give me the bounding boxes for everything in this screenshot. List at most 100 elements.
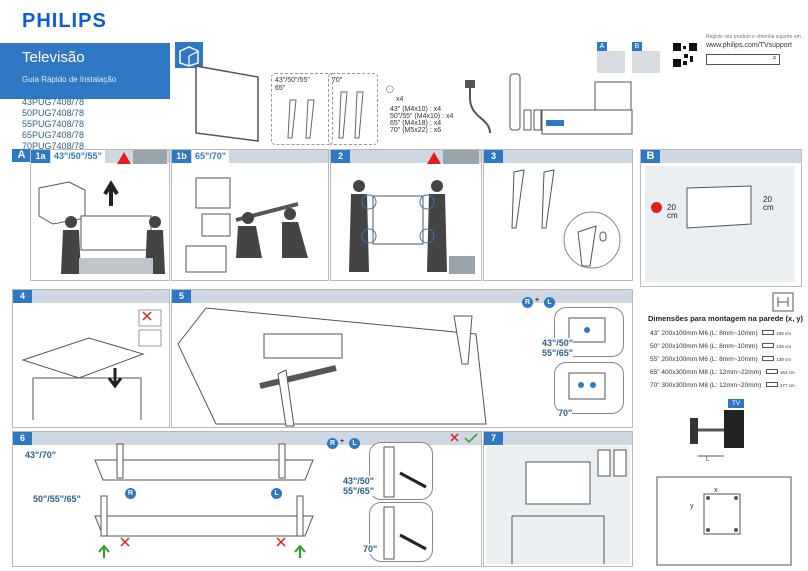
screw-row: 43" (M4x10) : x4 (390, 106, 442, 113)
documents-icon (541, 81, 633, 135)
wall-depth: 177 cm (779, 383, 795, 388)
power-cable-icon (465, 80, 491, 134)
wall-size: 70" (650, 382, 660, 389)
wall-depth: 126 cm (776, 344, 792, 349)
row1-label: 43"/70" (25, 450, 57, 460)
screwdriver-icon (383, 506, 427, 560)
screw-detail-icon (568, 317, 606, 343)
warning-icon (117, 152, 131, 164)
stand-foot-icon (287, 99, 315, 139)
r-badge: R (327, 438, 338, 449)
tv-tag: TV (728, 399, 744, 408)
x-label: x (714, 487, 718, 494)
stand-box-b: 70" (328, 73, 378, 145)
wall-depth: 164 cm (779, 370, 795, 375)
wall-spec: 200x100mm M6 (L: 8mm~10mm) (661, 330, 758, 337)
stand-attach-illustration (511, 169, 621, 269)
size-label-b: 70" (558, 408, 573, 418)
model-item: 50PUG7408/78 (22, 108, 85, 118)
dim-left: 20 cm (667, 203, 678, 220)
wall-spec: 300x300mm M8 (L: 12mm~20mm) (661, 382, 762, 389)
wall-spec: 200x100mm M6 (L: 8mm~10mm) (661, 356, 758, 363)
step-badge: 5 (172, 290, 191, 303)
size-label-b: 70" (363, 544, 378, 554)
panel-header (484, 432, 632, 445)
cover-block: PHILIPS Televisão Guia Rápido de Instala… (0, 0, 170, 151)
screw-list: 43" (M4x10) : x4 50"/55" (M4x10) : x4 65… (390, 106, 453, 134)
tv-front-icon (195, 65, 259, 142)
step-4-panel: 4 (12, 289, 170, 428)
wall-dims-title: Dimensões para montagem na parede (x, y) (648, 314, 804, 323)
step-sizes: 43"/50"/55" (51, 150, 105, 163)
step-badge: 4 (13, 290, 32, 303)
wall-dims-row: 65" 400x300mm M8 (L: 12mm~22mm) 164 cm (650, 369, 795, 382)
wall-dims-table: 43" 200x100mm M6 (L: 8mm~10mm) 108 cm 50… (650, 330, 795, 395)
step-badge: 2 (331, 150, 350, 163)
screw-row: 65" (M4x18) : x4 (390, 120, 442, 127)
y-label: y (690, 503, 694, 510)
wall-dims-row: 55" 200x100mm M6 (L: 8mm~10mm) 139 cm (650, 356, 795, 369)
row2-label: 50"/55"/65" (33, 494, 81, 504)
size-label-a: 43"/50" 55"/65" (343, 476, 375, 496)
caution-illustration (133, 150, 167, 164)
stand-box-a: 43"/50"/55" 65" (271, 73, 333, 145)
search-field-illustration: ⌕ (706, 53, 780, 65)
step-badge: 1b (172, 150, 191, 163)
wall-mount-icon (772, 292, 794, 312)
carry-tv-illustration (349, 180, 475, 274)
section-a-badge: A (12, 149, 31, 162)
size-label-a: 43"/50" 55"/65" (542, 338, 574, 358)
screw-detail-icon (568, 372, 606, 400)
step-1b-panel: 1b 65"/70" (171, 149, 329, 281)
batteries-icon (523, 109, 542, 131)
tv-on-stand-icon (511, 449, 627, 564)
step-6-panel: 6 43"/70" 50"/55"/65" R L R + L 43"/50" … (12, 431, 482, 567)
section-b-badge: B (641, 150, 660, 163)
screw-row: 50"/55" (M4x10) : x4 (390, 113, 454, 120)
model-item: 65PUG7408/78 (22, 130, 85, 140)
vesa-diagram (656, 476, 792, 566)
unboxing-illustration (38, 180, 165, 274)
plus-sign: + (340, 438, 345, 445)
stand-position-illustration (94, 443, 314, 558)
l-badge: L (544, 297, 555, 308)
plus-sign: + (535, 297, 540, 304)
model-item: 43PUG7408/78 (22, 97, 85, 107)
warning-icon (651, 202, 662, 213)
step-sizes: 65"/70" (192, 150, 230, 163)
register-url: www.philips.com/TVsupport (706, 42, 792, 49)
box-open-icon (175, 42, 203, 68)
guide-title: Guia Rápido de Instalação (22, 75, 117, 84)
tv-back-stand-illustration (177, 307, 487, 427)
wall-dims-row: 50" 200x100mm M6 (L: 8mm~10mm) 126 cm (650, 343, 795, 356)
screwdriver-icon (383, 446, 427, 498)
brand-logo: PHILIPS (22, 10, 107, 32)
wall-tv-icon (686, 185, 752, 229)
panel-header (172, 290, 632, 303)
step-1a-panel: 1a 43"/50"/55" (30, 149, 170, 281)
room-illustration (486, 446, 630, 564)
wall-dims-row: 43" 200x100mm M6 (L: 8mm~10mm) 108 cm (650, 330, 795, 343)
dim-right: 20 cm (763, 195, 774, 212)
stand-foot-icon (338, 91, 364, 139)
tab-b: B (632, 42, 642, 51)
section-b-panel: B 20 cm 20 cm (640, 149, 802, 287)
clips-icon: ◯ (386, 86, 394, 93)
l-badge: L (271, 488, 282, 499)
model-item: 55PUG7408/78 (22, 119, 85, 129)
wall-size: 65" (650, 369, 660, 376)
title-band: Televisão Guia Rápido de Instalação (0, 43, 170, 99)
search-icon: ⌕ (772, 53, 777, 62)
panel-header (13, 432, 481, 445)
tab-a-illustration (597, 51, 625, 73)
wall-size: 55" (650, 356, 660, 363)
step-badge: 3 (484, 150, 503, 163)
wall-spec: 400x300mm M8 (L: 12mm~22mm) (661, 369, 762, 376)
remote-control-icon (509, 73, 521, 131)
r-badge: R (522, 297, 533, 308)
check-cross-icons (450, 433, 478, 444)
panel-header (13, 290, 169, 303)
step-3-panel: 3 (483, 149, 633, 281)
screw-row: 70" (M5x22) : x6 (390, 127, 442, 134)
tab-a: A (597, 42, 607, 51)
